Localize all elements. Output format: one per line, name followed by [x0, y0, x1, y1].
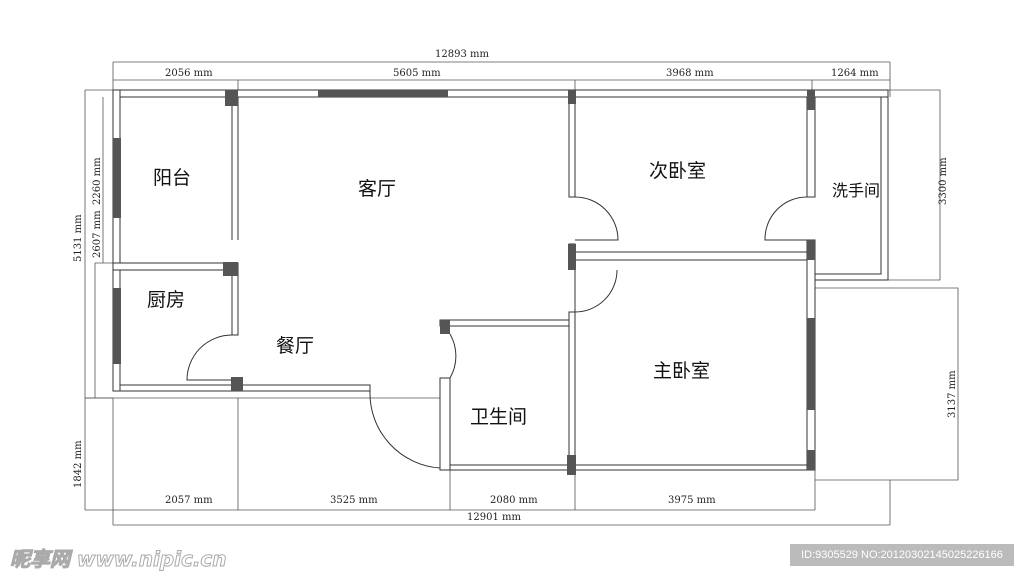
dimension-lines	[84, 61, 959, 526]
doors	[186, 196, 808, 469]
dim-top-1: 2056 mm	[165, 68, 213, 79]
dim-bottom-2: 3525 mm	[330, 495, 378, 506]
dim-left-bottom: 1842 mm	[73, 440, 84, 488]
dim-left-overlap-b: 2607 mm	[92, 210, 103, 258]
dim-top-total: 12893 mm	[435, 49, 489, 60]
dim-top-2: 5605 mm	[393, 68, 441, 79]
watermark-id: ID:9305529 NO:20120302145025226166	[790, 544, 1014, 566]
room-label-kitchen: 厨房	[147, 289, 185, 311]
room-label-dining: 餐厅	[276, 335, 314, 357]
dim-bottom-4: 3975 mm	[668, 495, 716, 506]
dim-top-3: 3968 mm	[666, 68, 714, 79]
dim-left-total: 5131 mm	[73, 214, 84, 262]
dim-left-overlap-a: 2260 mm	[92, 157, 103, 205]
room-label-bathroom: 卫生间	[470, 406, 527, 428]
room-label-second-bedroom: 次卧室	[649, 160, 706, 182]
room-label-balcony: 阳台	[153, 167, 191, 189]
room-label-master-bedroom: 主卧室	[653, 360, 710, 382]
watermark-site: 昵享网 www.nipic.cn	[10, 547, 228, 572]
dim-top-4: 1264 mm	[831, 68, 879, 79]
dim-bottom-1: 2057 mm	[165, 495, 213, 506]
dim-right-top: 3300 mm	[938, 157, 949, 205]
room-label-washroom: 洗手间	[832, 181, 880, 200]
dim-right-bottom: 3137 mm	[947, 370, 958, 418]
dim-bottom-3: 2080 mm	[490, 495, 538, 506]
room-label-living: 客厅	[358, 178, 396, 200]
walls	[112, 89, 889, 475]
dim-bottom-total: 12901 mm	[467, 512, 521, 523]
